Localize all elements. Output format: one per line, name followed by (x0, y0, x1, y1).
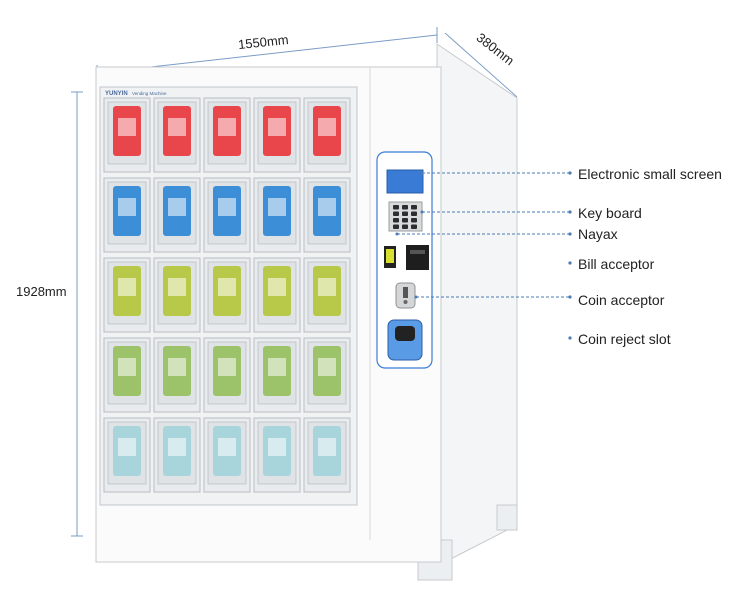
locker-door (103, 417, 151, 493)
width-label: 1550mm (237, 32, 289, 52)
locker-door (253, 177, 301, 253)
locker-door (253, 97, 301, 173)
locker-door (203, 177, 251, 253)
callout-electronic-screen: Electronic small screen (578, 166, 722, 182)
locker-door (253, 337, 301, 413)
depth-label: 380mm (474, 30, 517, 69)
locker-door (103, 257, 151, 333)
brand-logo: YUNYIN (105, 91, 128, 97)
locker-door (253, 417, 301, 493)
locker-door (203, 417, 251, 493)
locker-door (203, 257, 251, 333)
locker-door (303, 177, 351, 253)
coin-acceptor (395, 282, 416, 309)
height-dimension: 1928mm (16, 91, 83, 537)
callout-bill-acceptor: Bill acceptor (578, 256, 655, 272)
height-label: 1928mm (16, 284, 67, 299)
keyboard (388, 201, 423, 232)
callout-coin-reject-slot: Coin reject slot (578, 331, 671, 347)
callout-keyboard: Key board (578, 205, 642, 221)
locker-door (303, 337, 351, 413)
locker-door (203, 337, 251, 413)
cabinet-side (436, 43, 518, 567)
locker-door (153, 257, 201, 333)
locker-door (103, 97, 151, 173)
callout-lines (395, 171, 572, 340)
coin-reject-slot (387, 319, 423, 361)
locker-door (253, 257, 301, 333)
locker-door (153, 337, 201, 413)
locker-door (303, 417, 351, 493)
locker-door (203, 97, 251, 173)
locker-grid (103, 97, 351, 493)
locker-door (103, 177, 151, 253)
locker-door (153, 417, 201, 493)
callout-nayax: Nayax (578, 226, 618, 242)
brand-sub: Vending Machine (132, 91, 167, 96)
locker-door (153, 97, 201, 173)
locker-door (103, 337, 151, 413)
electronic-screen (386, 169, 424, 194)
locker-door (303, 97, 351, 173)
bill-acceptor (406, 245, 429, 270)
locker-door (303, 257, 351, 333)
locker-door (153, 177, 201, 253)
callout-coin-acceptor: Coin acceptor (578, 292, 665, 308)
